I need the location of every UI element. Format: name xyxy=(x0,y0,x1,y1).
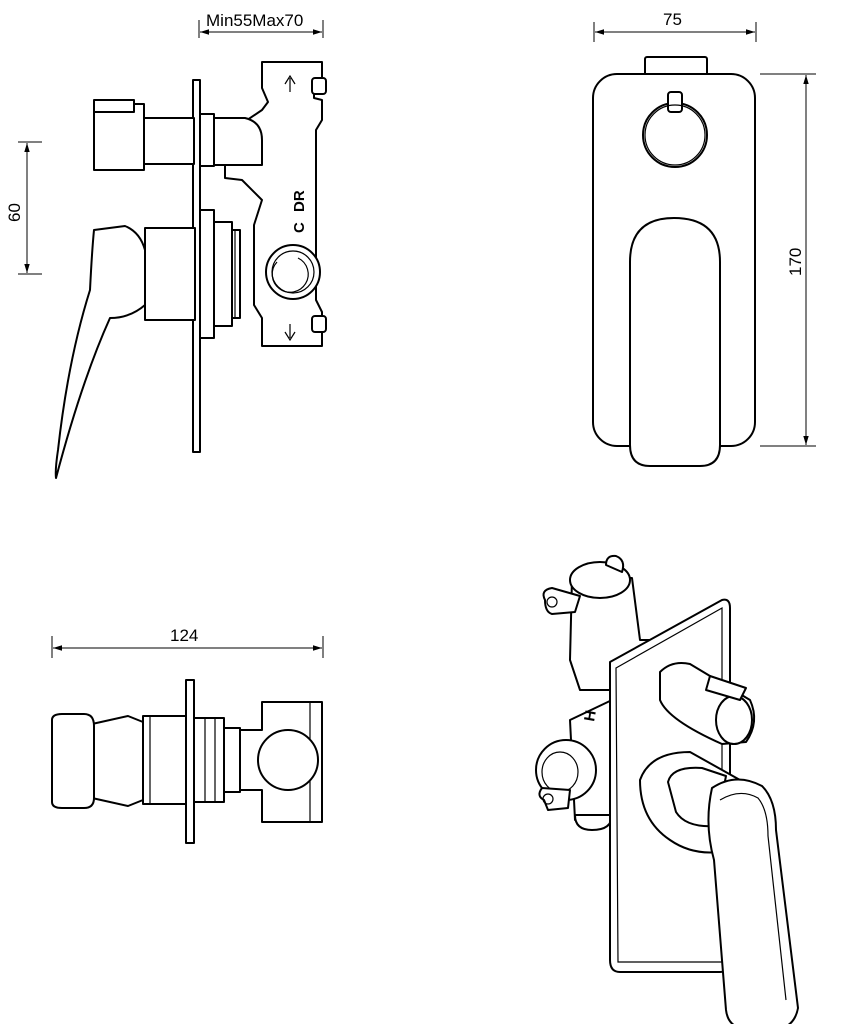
cartridge-sleeve xyxy=(144,227,196,321)
width-75-dimension: 75 xyxy=(593,10,757,42)
outlet-port-outer xyxy=(265,244,321,300)
top-lever-neck xyxy=(91,715,144,807)
top-ring xyxy=(223,727,241,793)
iso-diverter-tab xyxy=(705,675,747,701)
body-mark-dr: DR xyxy=(291,190,308,212)
iso-lower-port xyxy=(574,814,613,831)
top-view: 124 xyxy=(51,626,324,844)
diverter-escutcheon xyxy=(199,113,215,167)
height-60-dimension: 60 xyxy=(5,141,42,275)
front-view: 75 170 xyxy=(592,10,816,467)
cartridge-ring xyxy=(231,229,241,319)
arrow-down-icon xyxy=(284,324,296,342)
diverter-stem xyxy=(143,117,195,165)
iso-upper-port xyxy=(569,561,631,599)
iso-lever-handle xyxy=(707,778,799,1024)
body-lug-bottom xyxy=(311,315,327,333)
arrow-up-icon xyxy=(284,74,296,92)
cartridge-nut xyxy=(213,221,233,327)
height-170-label: 170 xyxy=(786,248,805,276)
diverter-knob-lip xyxy=(93,99,135,113)
diverter-knob xyxy=(93,103,145,171)
top-wall-plate xyxy=(185,679,195,844)
iso-lower-lug xyxy=(538,787,571,811)
iso-mark-h: H xyxy=(581,709,600,723)
cartridge-flange xyxy=(199,209,215,339)
side-view: Min55Max70 60 C DR xyxy=(5,11,327,479)
lever-handle xyxy=(54,225,146,479)
body-mark-c: C xyxy=(291,222,308,233)
top-nut xyxy=(193,717,225,803)
top-lever-end xyxy=(51,713,95,809)
depth-124-dimension: 124 xyxy=(51,626,324,658)
wall-thickness-label: Min55Max70 xyxy=(206,11,303,30)
height-170-dimension: 170 xyxy=(760,73,816,447)
height-60-label: 60 xyxy=(5,203,24,222)
iso-upper-lug-top xyxy=(605,554,625,573)
lever-front xyxy=(629,217,721,467)
depth-124-label: 124 xyxy=(170,626,198,645)
isometric-view: H xyxy=(535,554,799,1024)
diverter-body-link xyxy=(213,117,263,166)
body-lug-top xyxy=(311,77,327,95)
diverter-knob-notch xyxy=(667,91,683,113)
top-body-port xyxy=(257,729,319,791)
iso-diverter-face xyxy=(715,695,753,745)
width-75-label: 75 xyxy=(663,10,682,29)
outlet-port-thread xyxy=(271,257,309,293)
wall-thickness-dimension: Min55Max70 xyxy=(198,11,324,38)
